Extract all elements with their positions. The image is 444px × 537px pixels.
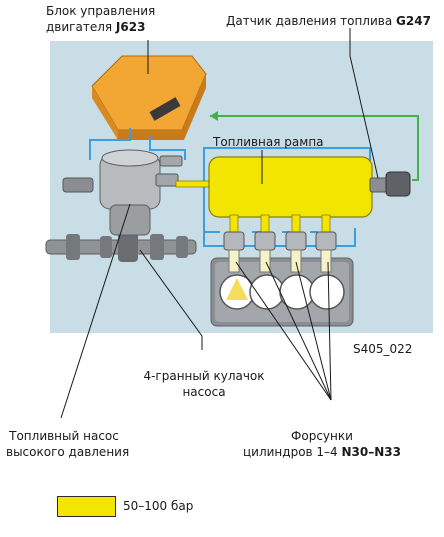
injector-1 (223, 231, 245, 273)
injector-2 (254, 231, 276, 273)
injectors-label: Форсунки цилиндров 1–4 N30–N33 (243, 429, 401, 459)
figure-code: S405_022 (353, 342, 413, 356)
fuel-rail (208, 156, 373, 218)
injector-4 (315, 231, 337, 273)
sensor-feedback-line (210, 111, 419, 181)
legend-swatch (57, 496, 116, 517)
ecu-code: J623 (115, 20, 146, 34)
sensor-code: G247 (396, 14, 431, 28)
fuel-rail-label: Топливная рампа (213, 135, 324, 149)
cylinder-2 (249, 274, 285, 310)
cylinder-3 (279, 274, 315, 310)
pressure-sensor-label: Датчик давления топлива G247 (226, 14, 431, 28)
ecu-label-line1: Блок управления (46, 4, 156, 18)
ecu-unit (91, 55, 207, 140)
high-pressure-fuel-line (175, 180, 215, 188)
legend-label: 50–100 бар (123, 499, 194, 513)
fuel-pressure-sensor (369, 171, 411, 197)
ecu-label: Блок управления двигателя J623 (46, 3, 155, 35)
cylinder-4 (309, 274, 345, 310)
ecu-label-line2: двигателя J623 (46, 20, 146, 34)
camshaft (45, 232, 197, 262)
injectors-code: N30–N33 (341, 445, 401, 459)
cam-label: 4-гранный кулачок насоса (143, 369, 265, 399)
engine-block (210, 257, 354, 327)
injector-3 (285, 231, 307, 273)
pump-label: Топливный насос высокого давления (6, 429, 130, 459)
leader-lines (60, 28, 379, 419)
high-pressure-pump (62, 149, 183, 236)
